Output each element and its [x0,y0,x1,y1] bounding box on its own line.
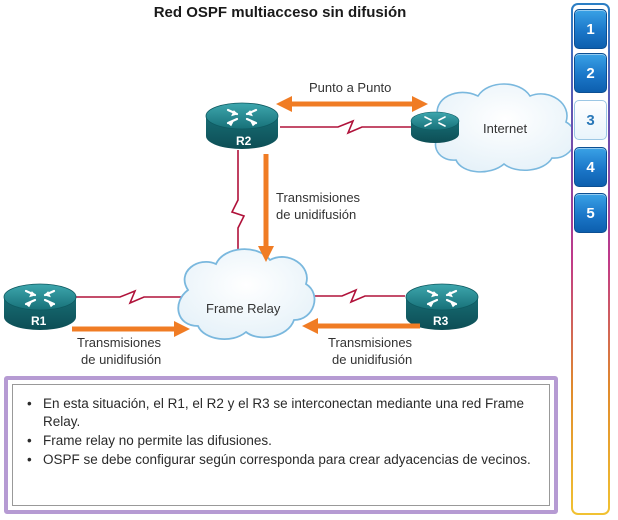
r1-unicast-label-line1: Transmisiones [77,335,162,350]
explanation-bullet-2: Frame relay no permite las difusiones. [27,432,539,450]
frame-relay-cloud [177,248,316,340]
frame-relay-label: Frame Relay [206,301,281,316]
internet-cloud [434,83,577,173]
link-r2-frame-relay [230,150,246,270]
explanation-bullet-1: En esta situación, el R1, el R2 y el R3 … [27,395,539,431]
internet-router-icon [410,111,460,143]
r3-unicast-label-line1: Transmisiones [328,335,413,350]
step-button-3[interactable]: 3 [574,100,607,140]
explanation-bullet-3: OSPF se debe configurar según correspond… [27,451,539,469]
r2-unicast-label-line1: Transmisiones [276,190,361,205]
step-button-2[interactable]: 2 [574,53,607,93]
r2-unicast-label: Transmisiones de unidifusión [276,189,360,223]
link-r1-frame-relay [74,289,190,305]
step-button-4[interactable]: 4 [574,147,607,187]
link-r3-frame-relay [304,288,405,304]
serial-links [74,119,416,305]
explanation-list: En esta situación, el R1, el R2 y el R3 … [13,385,549,469]
r3-unicast-label-line2: de unidifusión [332,352,413,367]
step-button-5[interactable]: 5 [574,193,607,233]
r2-unicast-label-line2: de unidifusión [276,207,357,222]
r2-unicast-arrow [258,154,274,262]
explanation-panel-inner: En esta situación, el R1, el R2 y el R3 … [12,384,550,506]
explanation-panel: En esta situación, el R1, el R2 y el R3 … [4,376,558,514]
r3-label: R3 [433,314,449,328]
r1-label: R1 [31,314,47,328]
r1-unicast-label: Transmisiones de unidifusión [77,334,161,368]
r3-unicast-arrow [302,318,420,334]
diagram-title: Red OSPF multiacceso sin difusión [153,4,407,21]
r1-unicast-label-line2: de unidifusión [81,352,162,367]
point-to-point-label: Punto a Punto [309,80,392,95]
r3-unicast-label: Transmisiones de unidifusión [326,334,412,368]
r1-unicast-arrow [72,321,190,337]
orange-arrows [72,96,428,337]
step-button-1[interactable]: 1 [574,9,607,49]
link-r2-internet [280,119,416,135]
r2-label: R2 [236,134,252,148]
point-to-point-arrow [276,96,428,112]
internet-label: Internet [483,121,528,136]
